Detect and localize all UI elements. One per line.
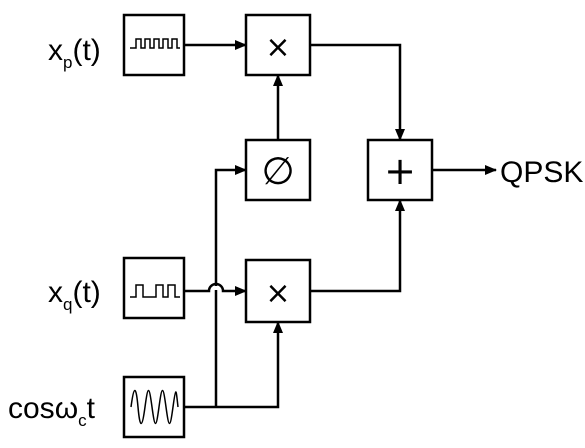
sine-wave-icon (122, 375, 186, 439)
arrow-top-multiplier-to-adder (310, 43, 405, 141)
multiply-symbol-bottom: × (265, 276, 290, 311)
arrow-carrier-to-phase (214, 165, 247, 407)
label-carrier: cosωct (8, 392, 96, 430)
adder-block: + (366, 138, 434, 202)
label-xq: xq(t) (48, 276, 101, 314)
label-xp: xp(t) (48, 34, 101, 72)
multiplier-bottom: × (244, 258, 312, 324)
arrow-carrier-to-multiplier (184, 321, 283, 409)
plus-symbol: + (384, 149, 416, 193)
crossover-gap (213, 286, 219, 290)
arrow-bottom-multiplier-to-adder (310, 199, 405, 293)
connections (184, 40, 497, 409)
square-wave-icon (122, 13, 186, 77)
pulse-wave-icon (122, 256, 186, 320)
multiplier-top: × (244, 13, 312, 77)
multiply-symbol-top: × (265, 30, 290, 65)
phase-shift-block: ∅ (244, 138, 312, 202)
phase-symbol: ∅ (261, 149, 294, 193)
label-output: QPSK (500, 156, 583, 189)
